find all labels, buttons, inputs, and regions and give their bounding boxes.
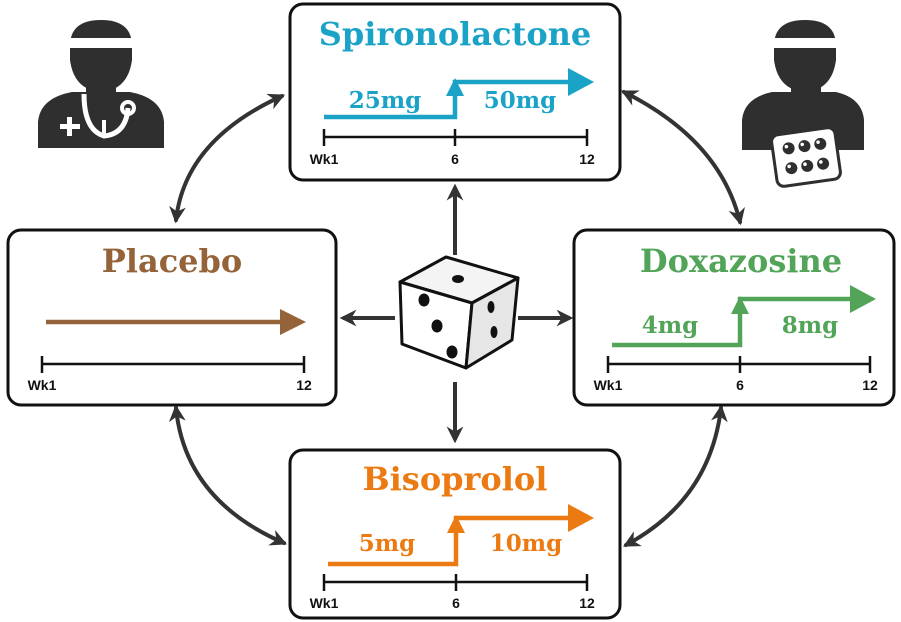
placebo-title: Placebo (102, 242, 243, 280)
spironolactone-title: Spironolactone (319, 15, 592, 53)
doxazosine-tick-start: Wk1 (594, 377, 623, 393)
bisoprolol-title: Bisoprolol (363, 460, 548, 498)
connector-bottom-left (168, 404, 288, 546)
spironolactone-dose-start: 25mg (349, 87, 421, 114)
bisoprolol-dose-step (328, 515, 570, 567)
bisoprolol-step-arrowhead (447, 515, 465, 533)
arm-spironolactone: Spironolactone 25mg 50mg Wk1 6 12 (288, 2, 622, 182)
doxazosine-tick-mid: 6 (736, 377, 744, 393)
spironolactone-end-arrowhead (568, 68, 594, 96)
bisoprolol-timeline (322, 574, 589, 591)
placebo-end-arrowhead (280, 309, 306, 335)
spironolactone-tick-end: 12 (579, 151, 595, 167)
spironolactone-dose-step (324, 79, 570, 120)
spironolactone-tick-mid: 6 (451, 151, 459, 167)
dice-icon (398, 255, 520, 370)
doxazosine-dose-step (612, 296, 852, 348)
bisoprolol-end-arrowhead (568, 504, 594, 532)
randomization-arrows (339, 183, 574, 444)
bisoprolol-tick-start: Wk1 (310, 595, 339, 611)
spironolactone-step-arrowhead (446, 78, 464, 96)
connector-bottom-right (623, 404, 728, 547)
bisoprolol-dose-end: 10mg (490, 530, 562, 557)
rotation-connectors (168, 90, 745, 547)
doxazosine-box (572, 228, 896, 407)
connector-top-right (620, 90, 745, 226)
doxazosine-timeline (606, 356, 872, 373)
arm-doxazosine: Doxazosine 4mg 8mg Wk1 6 12 (572, 228, 896, 407)
placebo-box (6, 228, 338, 407)
pill-pack-icon (770, 126, 842, 188)
arm-placebo: Placebo Wk1 12 (6, 228, 338, 407)
doxazosine-dose-start: 4mg (642, 312, 698, 339)
bisoprolol-tick-mid: 6 (452, 595, 460, 611)
bisoprolol-tick-end: 12 (579, 595, 595, 611)
doctor-icon (38, 20, 164, 148)
doxazosine-title: Doxazosine (640, 242, 842, 280)
bisoprolol-dose-start: 5mg (359, 530, 415, 557)
arm-bisoprolol: Bisoprolol 5mg 10mg Wk1 6 12 (288, 448, 622, 620)
placebo-timeline (40, 356, 306, 373)
spironolactone-dose-end: 50mg (484, 87, 556, 114)
doxazosine-tick-end: 12 (862, 377, 878, 393)
patient-icon (742, 20, 864, 188)
doxazosine-step-arrowhead (731, 296, 749, 314)
spironolactone-tick-start: Wk1 (310, 151, 339, 167)
connector-top-left (169, 93, 286, 224)
spironolactone-timeline (322, 129, 589, 146)
doxazosine-dose-end: 8mg (782, 312, 838, 339)
placebo-tick-start: Wk1 (28, 377, 57, 393)
placebo-tick-end: 12 (296, 377, 312, 393)
doxazosine-end-arrowhead (850, 285, 876, 313)
